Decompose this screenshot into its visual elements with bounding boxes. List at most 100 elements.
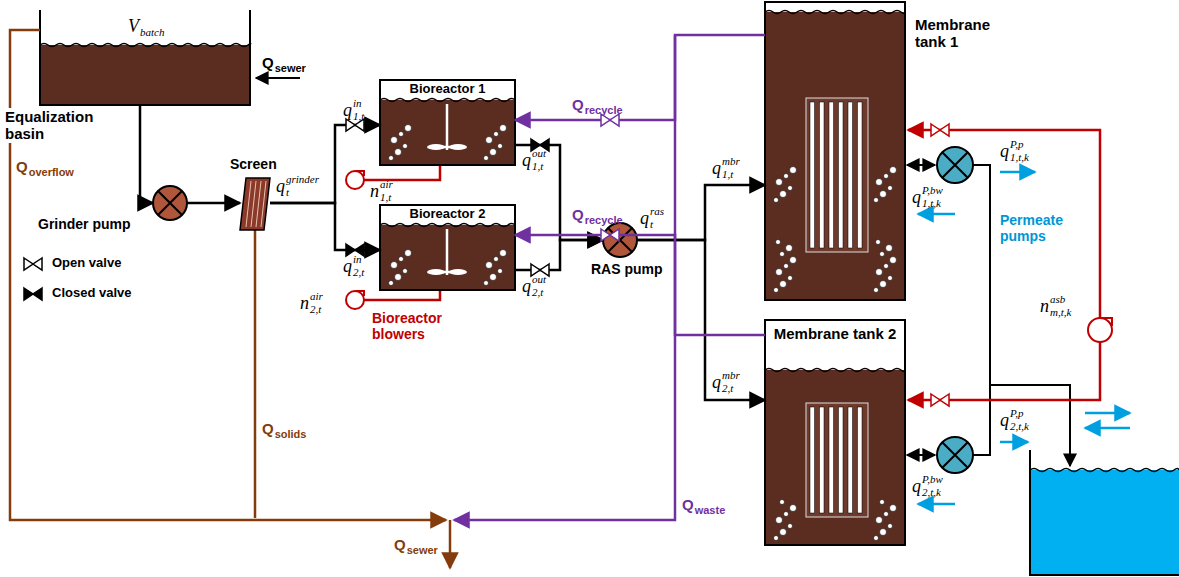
process-unit: RAS pump	[603, 223, 637, 257]
flow-symbol: P,p	[1010, 138, 1024, 151]
flow-symbol: Q	[572, 206, 584, 223]
flow-symbol: 1,t,k	[1010, 151, 1029, 164]
flow-symbol: Q	[394, 536, 406, 553]
flow-symbol: m,t,k	[1050, 306, 1071, 319]
drawing-part	[786, 245, 793, 252]
drawing-part	[876, 179, 883, 186]
drawing-part	[346, 291, 364, 309]
flow-symbol: q	[343, 256, 352, 277]
drawing-part	[806, 98, 868, 252]
drawing-part	[874, 536, 879, 541]
drawing-part	[884, 174, 889, 179]
flow-symbol: 2,t	[310, 303, 321, 316]
flow-line	[187, 202, 240, 205]
drawing-part	[355, 291, 364, 296]
flow-symbol: n	[1040, 296, 1049, 317]
flow-symbol: t	[650, 218, 653, 231]
flow-symbol: waste	[695, 504, 726, 517]
drawing-part	[888, 276, 893, 281]
drawing-part	[774, 198, 779, 203]
flow-symbol: q	[522, 150, 531, 171]
drawing-part	[784, 174, 789, 179]
flow-symbol: q	[912, 476, 921, 497]
drawing-part	[486, 262, 493, 269]
drawing-part	[858, 102, 863, 248]
drawing-part	[918, 503, 955, 506]
drawing-part	[909, 130, 1100, 400]
drawing-part	[780, 252, 785, 257]
drawing-part	[490, 149, 497, 156]
process-drawing	[10, 2, 1179, 575]
drawing-part	[603, 223, 637, 257]
valves	[24, 114, 949, 406]
drawing-part	[403, 144, 408, 149]
flow-symbol: V	[128, 16, 139, 37]
drawing-part	[355, 171, 364, 176]
drawing-part	[490, 274, 497, 281]
process-unit: Screen	[240, 178, 270, 230]
drawing-part	[876, 517, 883, 524]
flow-symbol: overflow	[29, 166, 74, 179]
drawing-part	[884, 264, 889, 269]
drawing-part	[880, 191, 887, 198]
flow-symbol: in	[353, 253, 362, 266]
flow-symbol: air	[310, 290, 323, 303]
drawing-part	[790, 257, 797, 264]
process-unit: Equalization basin	[40, 10, 250, 105]
drawing-part	[937, 147, 973, 183]
drawing-part	[766, 370, 904, 544]
drawing-part	[810, 407, 815, 513]
flow-symbol: out	[532, 273, 546, 286]
flow-symbol: n	[300, 293, 309, 314]
process-unit: Membrane tank 2	[765, 320, 905, 545]
flow-symbol: recycle	[585, 214, 623, 227]
drawing-part	[256, 77, 300, 79]
flow-symbol: Q	[572, 96, 584, 113]
drawing-part	[937, 437, 973, 473]
flow-symbol: P,bw	[922, 473, 943, 486]
flow-symbol: 1,t	[532, 160, 543, 173]
drawing-part	[254, 230, 257, 518]
drawing-part	[776, 240, 781, 245]
drawing-part	[389, 156, 394, 161]
drawing-part	[1030, 469, 1179, 472]
flow-symbol: 1,t	[353, 110, 364, 123]
flow-symbol: q	[640, 208, 649, 229]
drawing-part	[858, 407, 863, 513]
drawing-part	[790, 167, 797, 174]
drawing-part	[765, 369, 905, 372]
flow-symbol: q	[343, 100, 352, 121]
flow-line	[270, 125, 380, 203]
drawing-part	[153, 186, 187, 220]
drawing-part	[364, 291, 440, 300]
drawing-part	[908, 399, 920, 402]
drawing-part	[395, 149, 402, 156]
drawing-part	[884, 512, 889, 517]
drawing-part	[433, 104, 461, 275]
drawing-part	[246, 181, 266, 227]
drawing-part	[820, 102, 825, 248]
drawing-part	[33, 288, 42, 300]
drawing-part	[942, 152, 968, 178]
drawing-part	[1085, 412, 1130, 415]
drawing-part	[498, 144, 503, 149]
flow-symbol: out	[532, 147, 546, 160]
drawing-part	[1085, 427, 1130, 430]
drawing-part	[399, 257, 404, 262]
drawing-part	[820, 407, 825, 513]
drawing-part	[391, 262, 398, 269]
drawing-part	[380, 99, 515, 102]
drawing-part	[780, 500, 785, 505]
drawing-part	[890, 505, 897, 512]
drawing-part	[880, 500, 885, 505]
flow-symbol: q	[1000, 410, 1009, 431]
drawing-part	[908, 129, 920, 132]
flow-symbol: 2,t	[532, 286, 543, 299]
drawing-part	[780, 529, 787, 536]
drawing-part	[942, 442, 968, 468]
drawing-part	[484, 281, 489, 286]
closed-valve	[24, 288, 42, 300]
drawing-part	[774, 536, 779, 541]
drawing-part	[608, 228, 632, 252]
